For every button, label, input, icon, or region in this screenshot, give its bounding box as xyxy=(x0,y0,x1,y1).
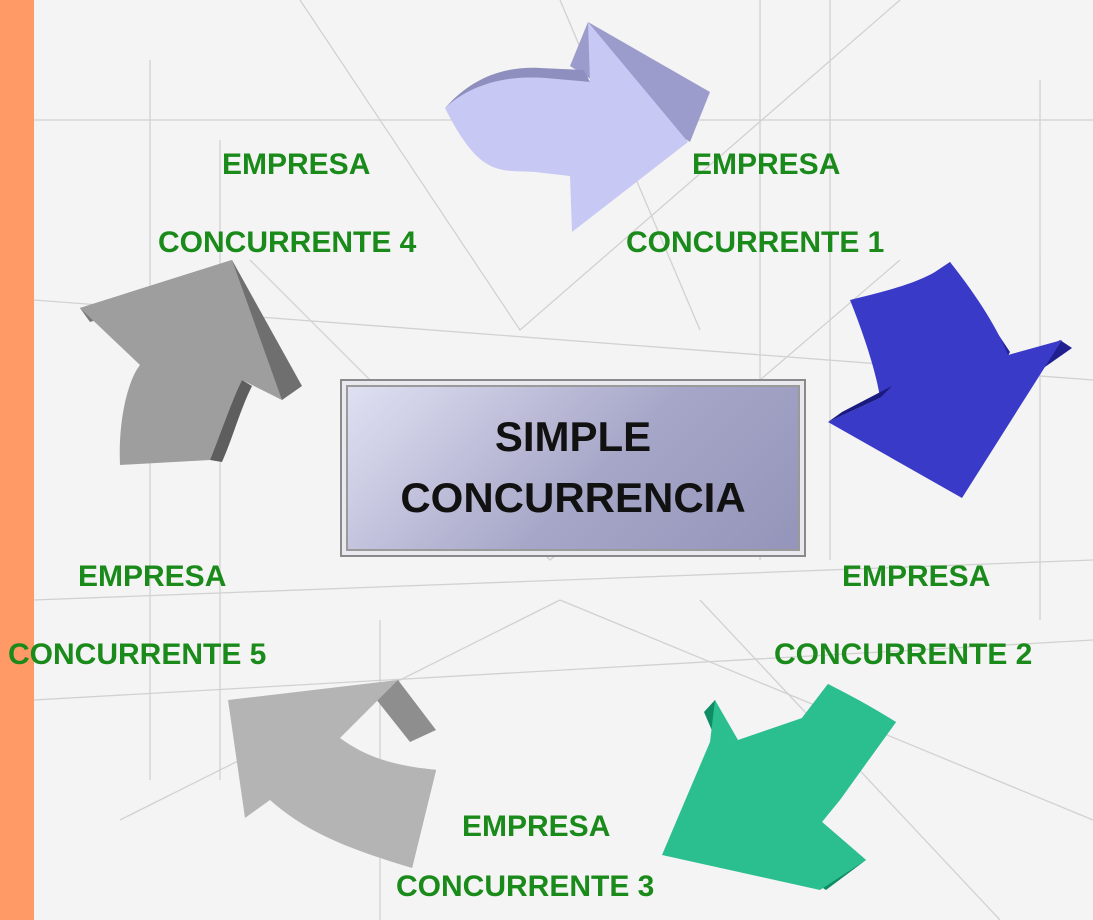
label-c1-line2: CONCURRENTE 1 xyxy=(626,226,885,259)
label-c5-line1: EMPRESA xyxy=(78,560,227,593)
label-c5-line2: CONCURRENTE 5 xyxy=(8,638,267,671)
label-c4-line2: CONCURRENTE 4 xyxy=(158,226,417,259)
side-accent-bar xyxy=(0,0,34,920)
center-concept-box: SIMPLE CONCURRENCIA xyxy=(340,379,806,557)
center-title-line-1: SIMPLE xyxy=(494,413,652,461)
label-c2-line2: CONCURRENTE 2 xyxy=(774,638,1033,671)
center-title-line-2: CONCURRENCIA xyxy=(400,474,746,521)
label-c4-line1: EMPRESA xyxy=(222,148,371,181)
label-c3-line2: CONCURRENTE 3 xyxy=(396,870,655,903)
label-c2-line1: EMPRESA xyxy=(842,560,991,593)
label-c3-line1: EMPRESA xyxy=(462,810,611,843)
label-c1-line1: EMPRESA xyxy=(692,148,841,181)
